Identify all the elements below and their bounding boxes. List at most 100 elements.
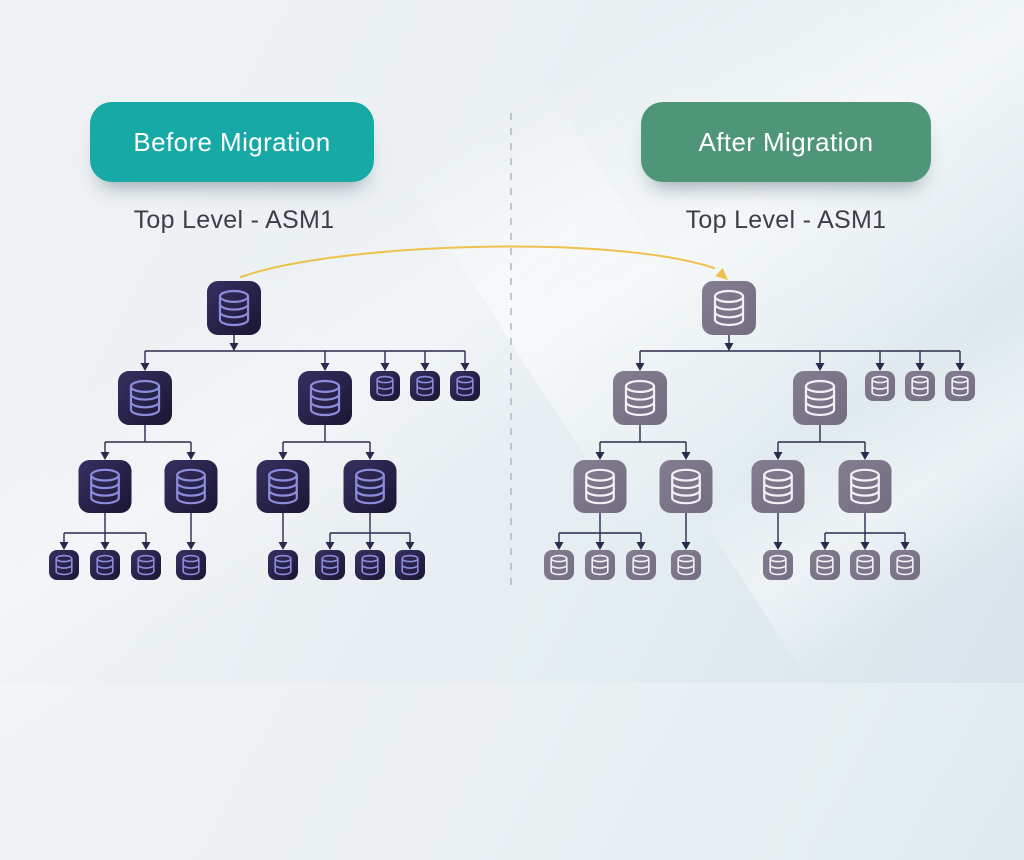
connector-arrowhead-icon <box>773 542 783 550</box>
database-icon <box>355 468 385 505</box>
db-node <box>207 281 261 335</box>
database-icon <box>591 554 609 576</box>
db-node <box>573 460 627 513</box>
connector-arrowhead-icon <box>405 542 415 550</box>
connector-arrowhead-icon <box>141 542 151 550</box>
db-node <box>850 550 880 580</box>
db-node <box>659 460 713 513</box>
connector-arrowhead-icon <box>229 343 239 351</box>
connector-arrowhead-icon <box>724 343 734 351</box>
migration-arrow <box>240 245 715 278</box>
db-node <box>702 281 756 335</box>
connector-arrowhead-icon <box>140 363 150 371</box>
database-icon <box>804 379 836 417</box>
database-icon <box>871 375 889 397</box>
database-icon <box>856 554 874 576</box>
db-node <box>131 550 161 580</box>
db-node <box>90 550 120 580</box>
database-icon <box>671 468 701 505</box>
db-node <box>865 371 895 401</box>
connector-arrowhead-icon <box>320 363 330 371</box>
db-node <box>395 550 425 580</box>
db-node <box>810 550 840 580</box>
connector-arrowhead-icon <box>681 452 691 460</box>
db-node <box>343 460 397 513</box>
database-icon <box>361 554 379 576</box>
before-top-level-title: Top Level - ASM1 <box>133 206 335 234</box>
db-node <box>585 550 615 580</box>
database-icon <box>182 554 200 576</box>
connector-arrowhead-icon <box>100 452 110 460</box>
database-icon <box>677 554 695 576</box>
connector-arrowhead-icon <box>860 452 870 460</box>
database-icon <box>55 554 73 576</box>
connector-arrowhead-icon <box>365 452 375 460</box>
db-node <box>298 371 352 425</box>
connector-arrowhead-icon <box>595 542 605 550</box>
tree-before-migration <box>49 281 480 580</box>
tree-after-migration <box>544 281 975 580</box>
db-node <box>626 550 656 580</box>
connector-arrowhead-icon <box>595 452 605 460</box>
db-node <box>793 371 847 425</box>
connector-arrowhead-icon <box>915 363 925 371</box>
database-icon <box>218 289 250 327</box>
db-node <box>164 460 218 513</box>
database-icon <box>90 468 120 505</box>
db-node <box>751 460 805 513</box>
database-icon <box>401 554 419 576</box>
database-icon <box>456 375 474 397</box>
connector-arrowhead-icon <box>900 542 910 550</box>
db-node <box>671 550 701 580</box>
connector-arrowhead-icon <box>815 363 825 371</box>
db-node <box>613 371 667 425</box>
before-migration-badge: Before Migration <box>90 102 374 182</box>
connector-arrowhead-icon <box>636 542 646 550</box>
database-icon <box>951 375 969 397</box>
db-node <box>78 460 132 513</box>
db-node <box>118 371 172 425</box>
after-migration-label: After Migration <box>698 126 874 157</box>
database-icon <box>896 554 914 576</box>
database-icon <box>911 375 929 397</box>
connector-arrowhead-icon <box>186 542 196 550</box>
connector-arrowhead-icon <box>635 363 645 371</box>
db-node <box>450 371 480 401</box>
database-icon <box>816 554 834 576</box>
migration-diagram <box>49 113 975 588</box>
database-icon <box>763 468 793 505</box>
database-icon <box>137 554 155 576</box>
connector-arrowhead-icon <box>681 542 691 550</box>
database-icon <box>713 289 745 327</box>
database-icon <box>96 554 114 576</box>
db-node <box>256 460 310 513</box>
database-icon <box>585 468 615 505</box>
connector-arrowhead-icon <box>380 363 390 371</box>
db-node <box>945 371 975 401</box>
connector-arrowhead-icon <box>186 452 196 460</box>
database-icon <box>176 468 206 505</box>
connector-arrowhead-icon <box>860 542 870 550</box>
connector-arrowhead-icon <box>278 452 288 460</box>
connector-arrowhead-icon <box>420 363 430 371</box>
connector-arrowhead-icon <box>955 363 965 371</box>
db-node <box>355 550 385 580</box>
database-icon <box>550 554 568 576</box>
db-node <box>370 371 400 401</box>
database-icon <box>321 554 339 576</box>
connector-arrowhead-icon <box>365 542 375 550</box>
db-node <box>410 371 440 401</box>
connector-arrowhead-icon <box>460 363 470 371</box>
after-migration-badge: After Migration <box>641 102 931 182</box>
db-node <box>315 550 345 580</box>
connector-arrowhead-icon <box>875 363 885 371</box>
database-icon <box>268 468 298 505</box>
db-node <box>838 460 892 513</box>
database-icon <box>850 468 880 505</box>
database-icon <box>129 379 161 417</box>
db-node <box>763 550 793 580</box>
database-icon <box>376 375 394 397</box>
database-icon <box>769 554 787 576</box>
database-icon <box>632 554 650 576</box>
db-node <box>905 371 935 401</box>
